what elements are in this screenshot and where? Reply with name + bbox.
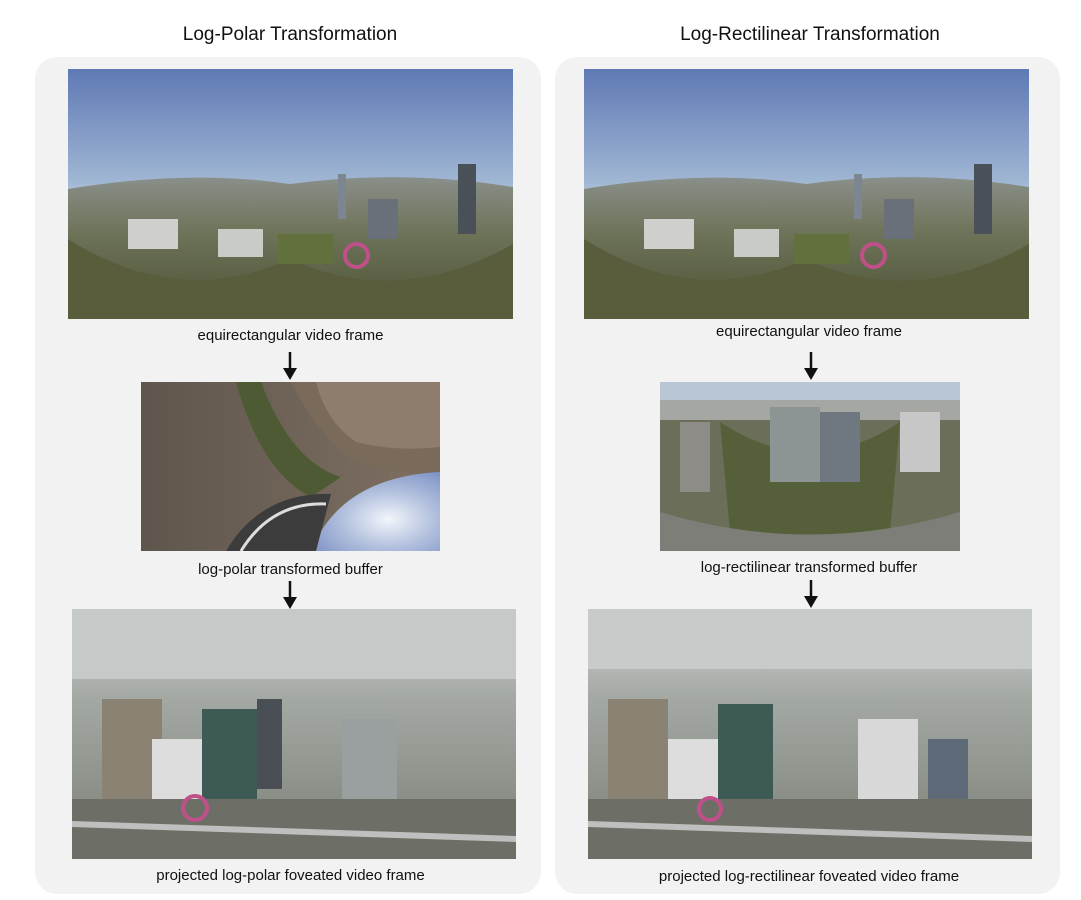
fovea-marker	[860, 242, 887, 269]
right-projected-caption: projected log-rectilinear foveated video…	[658, 868, 960, 885]
right-equirect-image	[584, 69, 1029, 319]
right-buffer-caption: log-rectilinear transformed buffer	[700, 559, 918, 576]
left-buffer-image	[141, 382, 440, 551]
fovea-marker	[697, 796, 723, 822]
left-column-title: Log-Polar Transformation	[182, 24, 398, 45]
right-equirect-caption: equirectangular video frame	[716, 323, 902, 340]
down-arrow-icon	[804, 580, 818, 608]
fovea-marker	[343, 242, 370, 269]
right-buffer-image	[660, 382, 960, 551]
left-equirect-caption: equirectangular video frame	[197, 327, 384, 344]
left-projected-image	[72, 609, 516, 859]
left-equirect-image	[68, 69, 513, 319]
left-buffer-caption: log-polar transformed buffer	[198, 561, 383, 578]
down-arrow-icon	[804, 352, 818, 380]
down-arrow-icon	[283, 581, 297, 609]
right-column-title: Log-Rectilinear Transformation	[680, 24, 940, 45]
down-arrow-icon	[283, 352, 297, 380]
left-projected-caption: projected log-polar foveated video frame	[156, 867, 425, 884]
right-projected-image	[588, 609, 1032, 859]
fovea-marker	[181, 794, 209, 822]
